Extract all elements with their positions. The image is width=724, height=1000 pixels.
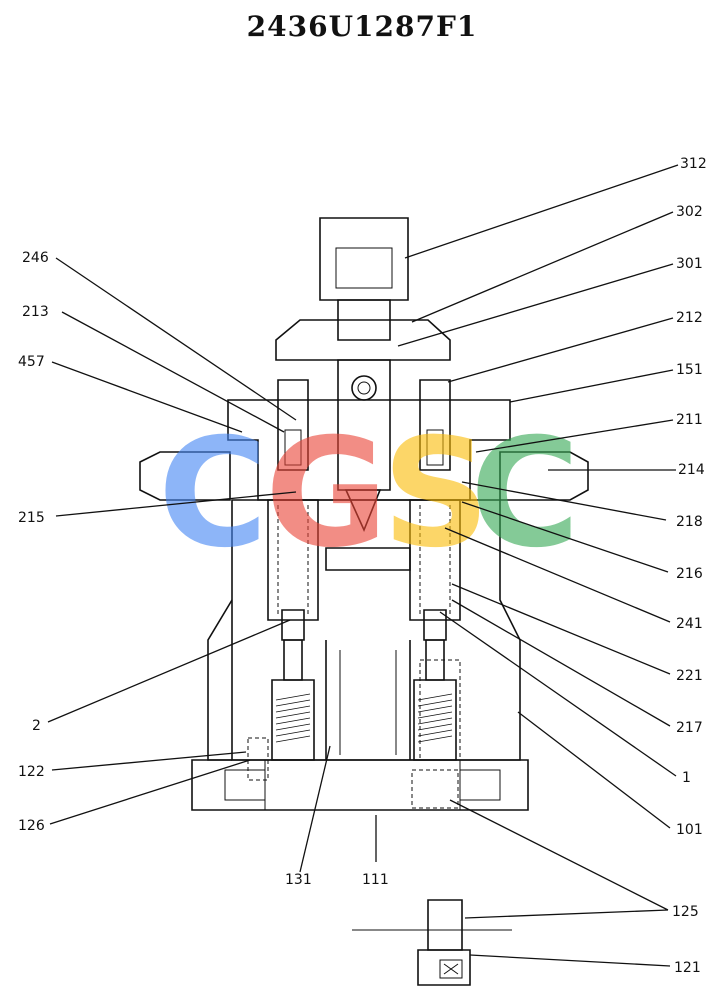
label-211: 211	[676, 412, 703, 428]
label-216: 216	[676, 566, 703, 582]
leader-lines	[47, 164, 679, 967]
valve-body	[139, 217, 589, 811]
label-221: 221	[676, 668, 703, 684]
label-151: 151	[676, 362, 703, 378]
part-labels: 312 302 301 212 151 211 214 218 216 241 …	[18, 156, 707, 976]
label-217: 217	[676, 720, 703, 736]
label-2: 2	[32, 718, 41, 734]
label-212: 212	[676, 310, 703, 326]
watermark: C G S C	[158, 407, 580, 581]
watermark-letter-2: G	[265, 407, 388, 581]
label-101: 101	[676, 822, 703, 838]
watermark-letter-3: S	[382, 407, 490, 581]
label-301: 301	[676, 256, 703, 272]
label-215: 215	[18, 510, 45, 526]
label-246: 246	[22, 250, 49, 266]
label-214: 214	[678, 462, 705, 478]
watermark-letter-1: C	[158, 407, 268, 581]
label-457: 457	[18, 354, 45, 370]
label-126: 126	[18, 818, 45, 834]
label-302: 302	[676, 204, 703, 220]
right-piston-assembly	[409, 379, 461, 809]
label-218: 218	[676, 514, 703, 530]
label-122: 122	[18, 764, 45, 780]
label-125: 125	[672, 904, 699, 920]
label-312: 312	[680, 156, 707, 172]
label-1: 1	[682, 770, 691, 786]
label-111: 111	[362, 872, 389, 888]
label-241: 241	[676, 616, 703, 632]
label-121: 121	[674, 960, 701, 976]
drawing-title: 2436U1287F1	[246, 10, 478, 43]
left-piston-assembly	[247, 379, 319, 781]
label-213: 213	[22, 304, 49, 320]
label-131: 131	[285, 872, 312, 888]
